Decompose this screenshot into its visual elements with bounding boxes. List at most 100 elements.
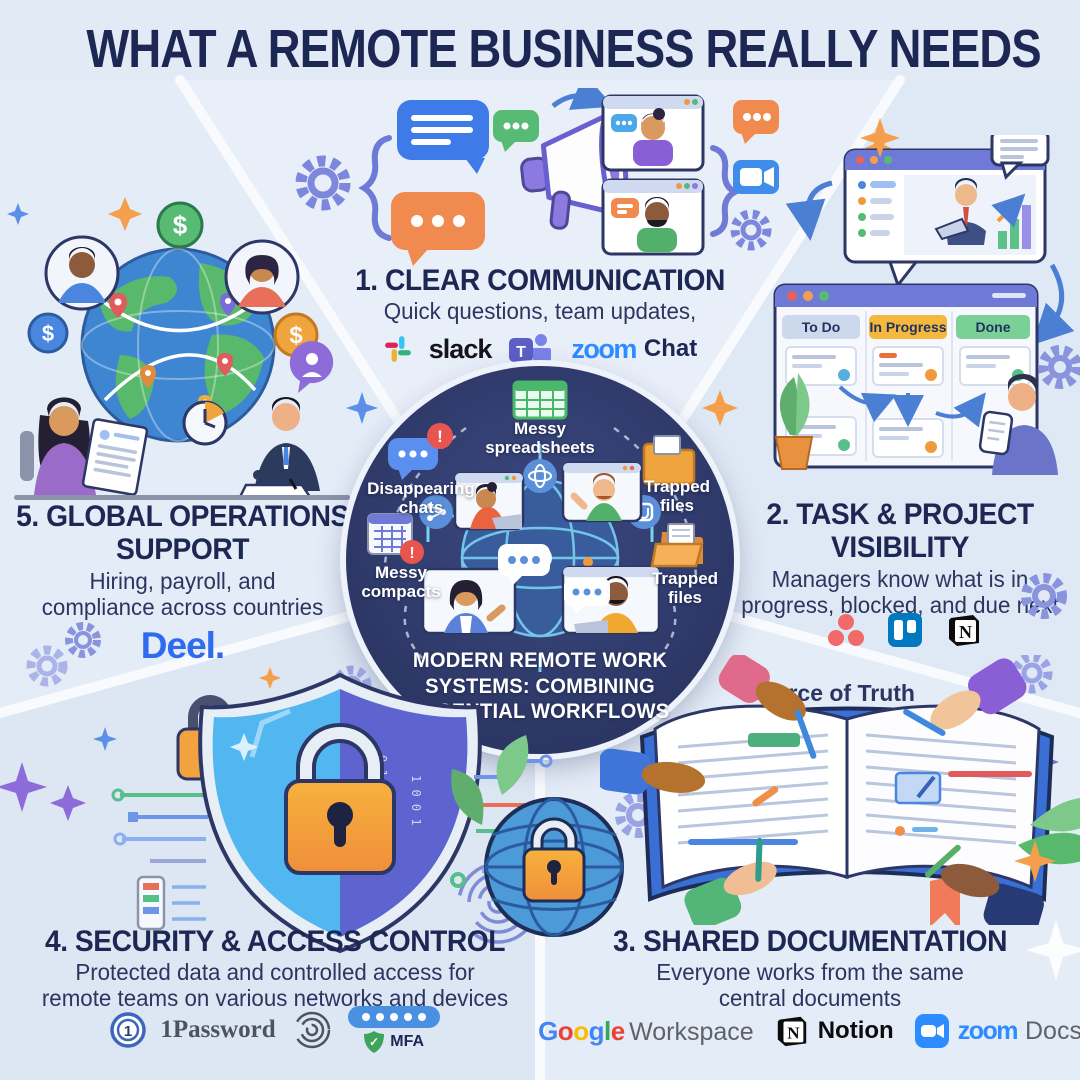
zoom-chat-text: Chat [643, 335, 698, 362]
man-signing [237, 397, 320, 499]
plant [774, 373, 814, 470]
trello-icon [888, 613, 922, 647]
task-heading-line2: VISIBILITY [831, 531, 969, 564]
svg-text:$: $ [289, 322, 303, 349]
communication-logos: slack T zoom Chat [340, 328, 740, 370]
mfa-label: MFA [390, 1033, 425, 1050]
svg-text:N: N [787, 1024, 800, 1043]
presenter-person [934, 178, 986, 245]
dollar-coin-green: $ [156, 201, 204, 249]
mfa-badge: ✓ MFA [347, 1006, 440, 1054]
woman-reading-contract [20, 397, 149, 496]
task-heading: 2. TASK & PROJECT VISIBILITY Managers kn… [720, 498, 1080, 619]
kanban-col-todo: To Do [802, 319, 841, 335]
red-line [948, 771, 1032, 777]
trapped-open-folder-icon [650, 523, 704, 568]
documentation-heading: 3. SHARED DOCUMENTATION Everyone works f… [560, 925, 1060, 1012]
mfa-dots-pill [347, 1006, 440, 1028]
green-highlight-tag [748, 733, 800, 747]
blue-note [894, 771, 942, 805]
docs-text: Docs [1024, 1016, 1080, 1045]
security-subtitle-line1: Protected data and controlled access for [75, 959, 475, 985]
brace-left [358, 135, 392, 241]
workspace-text: Workspace [629, 1017, 754, 1046]
communication-heading-text: 1. CLEAR COMMUNICATION [355, 264, 725, 297]
onepassword-icon: 1 [110, 1012, 147, 1048]
kanban-col-inprogress: In Progress [869, 319, 946, 335]
documentation-subtitle-line1: Everyone works from the same [656, 959, 964, 985]
task-subtitle-line1: Managers know what is in [771, 566, 1029, 592]
sidebar-list [858, 181, 896, 237]
documentation-illustration [600, 655, 1080, 925]
decor-ring [450, 872, 466, 888]
global-heading-line2: SUPPORT [115, 533, 250, 566]
gear-icon [730, 209, 772, 251]
trapped-folder-icon [642, 435, 696, 486]
messy-calendar-icon: ! [367, 513, 424, 564]
avatar-man [44, 235, 120, 311]
security-shield: 0 1 1 0 1 1 0 0 1 [198, 672, 482, 954]
zoom-docs-logo: zoom Docs [914, 1013, 1080, 1049]
center-illustration: ! ! [367, 380, 704, 672]
map-pins [109, 293, 236, 415]
zoom-text: zoom [957, 1016, 1019, 1045]
sparkle-icon [860, 118, 900, 158]
node-dot [583, 557, 593, 567]
spreadsheet-icon [512, 380, 568, 420]
svg-text:!: ! [409, 545, 414, 562]
clock-icon [182, 400, 228, 446]
integration-icon-atom [523, 459, 557, 493]
communication-heading: 1. CLEAR COMMUNICATION Quick questions, … [240, 264, 840, 325]
globe-lock-icon [484, 797, 624, 937]
gear-icon [1021, 573, 1067, 619]
documentation-logos: Google Workspace N Notion zoom Docs [538, 1008, 1080, 1054]
chat-bubble-lines-icon [397, 100, 489, 174]
video-camera-icon [733, 160, 779, 194]
desk-line [14, 495, 350, 500]
orange-bubble-icon [733, 100, 779, 144]
security-logos: 1 1Password ✓ MFA [90, 1004, 460, 1056]
video-tile-woman-orange [453, 471, 525, 531]
communication-subtitle: Quick questions, team updates, [383, 298, 697, 324]
center-label-chats: Disappearing chats [367, 479, 475, 517]
svg-text:1: 1 [124, 1023, 132, 1040]
sparkle-icon [702, 390, 738, 426]
task-illustration: To Do In Progress Done [773, 135, 1080, 475]
sparkle-icon [1026, 920, 1080, 980]
gear-icon [295, 155, 351, 211]
chat-bubble-dots [498, 544, 550, 586]
center-label-trapped-top: Trapped files [643, 477, 711, 515]
shield-padlock-icon [284, 723, 396, 875]
presenter-window [843, 135, 1050, 289]
communication-illustration [295, 88, 779, 266]
svg-text:$: $ [173, 210, 188, 240]
integration-icon-share [419, 495, 453, 529]
global-subtitle-line2: compliance across countries [41, 593, 324, 620]
video-tile-man-green [561, 461, 643, 523]
contract-lines [93, 429, 140, 478]
fingerprint-icon [293, 1011, 330, 1049]
disappearing-chat-icon: ! [388, 423, 453, 480]
kanban-window: To Do In Progress Done [773, 283, 1039, 469]
global-heading-line1: 5. GLOBAL OPERATIONS [16, 500, 349, 533]
avatar-woman [224, 239, 300, 315]
security-heading: 4. SECURITY & ACCESS CONTROL Protected d… [10, 925, 540, 1012]
sparkle-icon [0, 762, 47, 812]
circuit-lines-left [111, 788, 208, 931]
center-caption-line1: MODERN REMOTE WORK [412, 649, 668, 672]
task-logos: N [780, 608, 1030, 652]
asana-icon [828, 614, 864, 646]
video-tile-woman [601, 94, 705, 172]
microsoft-teams-icon: T [509, 334, 552, 366]
kanban-arrows [838, 385, 986, 428]
brace-right [710, 145, 742, 237]
center-label-trapped-bottom: Trapped files [651, 569, 719, 607]
center-circle: ! ! [346, 366, 734, 754]
hand-top-right [903, 658, 1027, 736]
slack-logo-text: slack [428, 333, 493, 364]
google-workspace-logo: Google Workspace [538, 1015, 754, 1046]
deel-logo-text: Deel. [140, 624, 225, 666]
slack-icon [384, 336, 411, 362]
svg-text:N: N [959, 622, 972, 642]
